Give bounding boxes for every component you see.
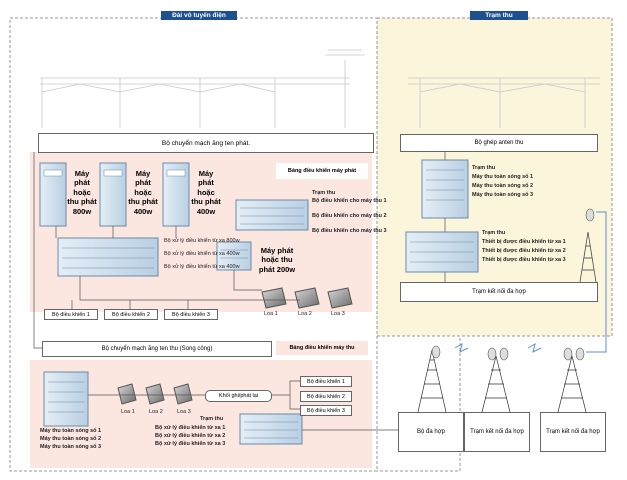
transmitter-control-panel: Bảng điều khiển máy phát: [276, 163, 368, 179]
relay-2-box: Trạm kết nối đa hợp: [540, 412, 606, 452]
microwave-link-line: [586, 211, 607, 353]
speaker-group-top: [261, 287, 353, 309]
receive-antenna-wires: [408, 77, 600, 128]
tower-relay-1: [481, 355, 511, 413]
bottom-station-item-3: Bộ xử lý điều khiển từ xa 3: [155, 441, 226, 447]
speaker-group-bottom: [117, 383, 193, 405]
transmitter-400w-b-label: Máy phát hoặc thu phát 400w: [191, 169, 221, 216]
bottom-controller-2: Bộ điều khiển 2: [300, 391, 352, 402]
receive-antenna-switch: Bộ chuyển mạch ăng ten thu (Song công): [42, 341, 272, 357]
remote-processor-label-1: Bộ xử lý điều khiển từ xa 800w: [164, 238, 240, 244]
receiver-side-title: Trạm thu: [312, 190, 336, 196]
wireless-link-1: [454, 342, 469, 353]
transmitter-rack-200w: [216, 241, 252, 271]
rack-item-2: Máy thu toàn sóng số 2: [472, 183, 534, 189]
tower-multiplexer: [417, 349, 447, 413]
speaker-2-label: Loa 2: [298, 311, 312, 317]
remote-processor-label-3: Bộ xử lý điều khiển từ xa 400w: [164, 264, 240, 270]
bottom-station-title: Trạm thu: [200, 416, 224, 422]
bottom-controller-1: Bộ điều khiển 1: [300, 376, 352, 387]
transmitter-400w-a-label: Máy phát hoặc thu phát 400w: [128, 169, 158, 216]
bottom-speaker-1-label: Loa 1: [121, 409, 135, 415]
remote-station-bottom: [239, 413, 303, 445]
receiving-bus: [88, 380, 400, 431]
tower-right-station: [579, 231, 597, 283]
rack-title: Trạm thu: [472, 165, 496, 171]
tower-relay-2: [557, 355, 587, 413]
remote-equipment-right: [405, 231, 479, 273]
speaker-1-label: Loa 1: [264, 311, 278, 317]
receiver-control-panel: Bảng điều khiển máy thu: [276, 341, 368, 355]
receiver-station-title: Trạm thu: [470, 11, 528, 20]
rack-item-1: Máy thu toàn sóng số 1: [472, 174, 534, 180]
receiver-rack-bottom: [43, 371, 89, 427]
transmitter-rack-400w-a: [99, 162, 127, 227]
dish-antennas: [431, 208, 595, 361]
transmitter-200w-label: Máy phát hoặc thu phát 200w: [258, 246, 296, 274]
rack-item-3: Máy thu toàn sóng số 3: [472, 192, 534, 198]
controller-3-box: Bộ điều khiển 3: [164, 309, 218, 320]
multiplexer-box: Bộ đa hợp: [398, 412, 464, 452]
wireless-link-2: [527, 342, 542, 353]
remote-title: Trạm thu: [482, 230, 506, 236]
recorder-unit: Khối ghi/phát lại: [205, 390, 272, 402]
receiver-side-item-3: Bộ điều khiển cho máy thu 3: [312, 228, 387, 234]
bottom-controller-3: Bộ điều khiển 3: [300, 405, 352, 416]
transmit-antenna-wires: [40, 49, 365, 128]
remote-item-2: Thiết bị được điều khiển từ xa 2: [482, 248, 566, 254]
remote-processor-label-2: Bộ xử lý điều khiển từ xa 400w: [164, 251, 240, 257]
bottom-station-item-1: Bộ xử lý điều khiển từ xa 1: [155, 425, 226, 431]
transmitter-rack-400w-b: [162, 162, 190, 227]
controller-2-box: Bộ điều khiển 2: [104, 309, 158, 320]
controller-1-box: Bộ điều khiển 1: [44, 309, 98, 320]
bottom-speaker-3-label: Loa 3: [177, 409, 191, 415]
receiver-1-label: Máy thu toàn sóng số 1: [40, 428, 102, 434]
relay-1-box: Trạm kết nối đa hợp: [464, 412, 530, 452]
speaker-3-label: Loa 3: [331, 311, 345, 317]
transmitter-800w-label: Máy phát hoặc thu phát 800w: [67, 169, 97, 216]
receiver-2-label: Máy thu toàn sóng số 2: [40, 436, 102, 442]
receive-antenna-coupler: Bộ ghép anten thu: [400, 134, 598, 152]
receiver-rack-right: [421, 159, 469, 219]
remote-item-3: Thiết bị được điều khiển từ xa 3: [482, 257, 566, 263]
bottom-station-item-2: Bộ xử lý điều khiển từ xa 2: [155, 433, 226, 439]
connection-terminal: Trạm kết nối đa hợp: [400, 282, 598, 302]
receiver-side-item-1: Bộ điều khiển cho máy thu 1: [312, 198, 387, 204]
remote-processor-bank: [57, 237, 159, 277]
receiver-side-item-2: Bộ điều khiển cho máy thu 2: [312, 213, 387, 219]
remote-item-1: Thiết bị được điều khiển từ xa 1: [482, 239, 566, 245]
receiver-controller-unit: [235, 199, 309, 231]
receiver-3-label: Máy thu toàn sóng số 3: [40, 444, 102, 450]
transmit-antenna-switch: Bộ chuyển mạch ăng ten phát.: [38, 133, 374, 153]
transmitter-station-title: Đài vô tuyến điện: [161, 11, 237, 20]
transmitter-bus: [33, 152, 300, 349]
bottom-speaker-2-label: Loa 2: [149, 409, 163, 415]
transmitter-rack-800w: [39, 162, 67, 227]
